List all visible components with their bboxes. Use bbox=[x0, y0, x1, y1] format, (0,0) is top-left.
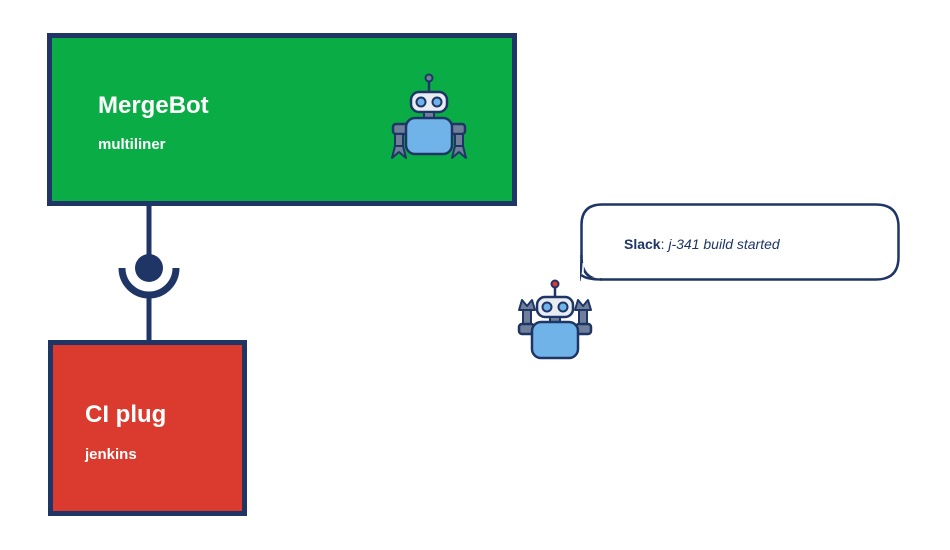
node-subtitle: multiliner bbox=[98, 136, 166, 153]
node-title: MergeBot bbox=[98, 92, 209, 119]
robot-icon bbox=[391, 73, 467, 159]
chat-message-text: j-341 build started bbox=[668, 236, 780, 252]
speech-bubble: Slack: j-341 build started bbox=[580, 203, 900, 281]
connector-socket bbox=[118, 267, 180, 299]
robot-waving-icon bbox=[517, 279, 593, 360]
ci-plug-node[interactable]: CI plug jenkins bbox=[48, 340, 247, 516]
node-title: CI plug bbox=[85, 401, 167, 428]
node-subtitle: jenkins bbox=[85, 446, 137, 463]
speech-bubble-shape bbox=[580, 203, 900, 281]
ball-socket-connector bbox=[118, 206, 180, 340]
chat-separator: : bbox=[660, 236, 669, 252]
connector-ball bbox=[135, 254, 163, 282]
chat-sender: Slack bbox=[624, 236, 661, 252]
chat-message: Slack: j-341 build started bbox=[624, 235, 780, 253]
